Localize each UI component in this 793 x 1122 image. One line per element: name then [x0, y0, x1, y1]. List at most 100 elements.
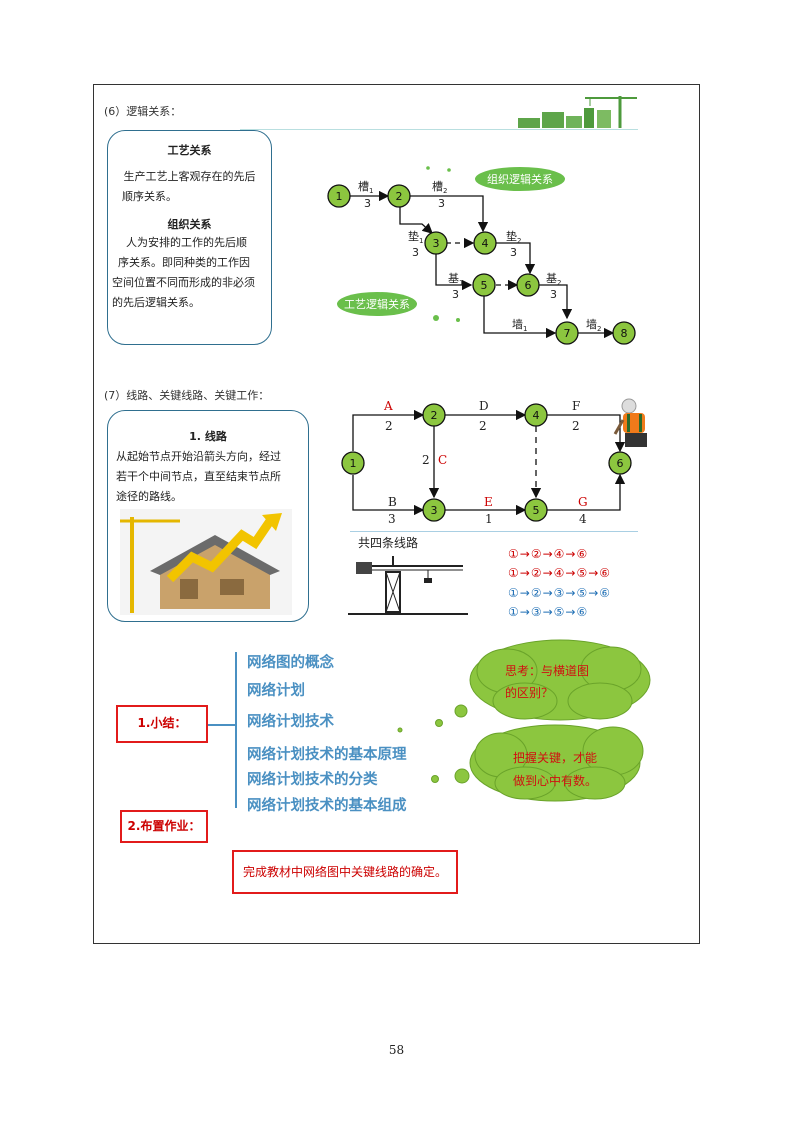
heading-process-relation: 工艺关系 [167, 144, 212, 157]
logic-node-label-2: 2 [396, 190, 403, 203]
summary-item-6: 网络计划技术的基本组成 [247, 798, 407, 814]
activity-F: F [572, 399, 580, 413]
activity-label-4: 垫2 [506, 229, 521, 245]
summary-item-5: 网络计划技术的分类 [247, 772, 378, 788]
cloud1-line1: 思考：与横道图 [505, 664, 590, 678]
activity-dur-2: 3 [438, 197, 445, 210]
route-sequence-1: ①→②→④→⑥ [508, 547, 589, 561]
logic-node-label-5: 5 [481, 279, 488, 292]
edge-2-4 [410, 195, 489, 233]
thought-clouds [397, 639, 651, 802]
logic-node-7 [555, 321, 579, 345]
org-text-line1: 人为安排的工作的先后顺 [126, 236, 247, 249]
logic-node-4 [473, 231, 497, 255]
construction-skyline-icon [518, 96, 637, 128]
activity-dur-1: 3 [364, 197, 371, 210]
route-node-4 [524, 403, 548, 427]
summary-item-1: 网络图的概念 [247, 655, 334, 671]
logic-node-label-3: 3 [433, 237, 440, 250]
house-growth-illustration [120, 509, 292, 615]
route-node-label-3: 3 [431, 504, 438, 517]
tech-logic-bubble-text: 工艺逻辑关系 [344, 297, 410, 311]
route-node-2 [422, 403, 446, 427]
logic-node-label-6: 6 [525, 279, 532, 292]
activity-D-dur: 2 [479, 419, 487, 433]
summary-item-4: 网络计划技术的基本原理 [247, 747, 407, 763]
activity-D: D [479, 399, 489, 413]
logic-node-6 [516, 273, 540, 297]
process-text-line1: 生产工艺上客观存在的先后 [123, 170, 256, 183]
edge-1-3 [352, 475, 425, 516]
summary-item-2: 网络计划 [247, 683, 305, 699]
cloud1-line2: 的区别？ [505, 686, 554, 700]
route-node-label-6: 6 [617, 457, 624, 470]
activity-A: A [383, 399, 393, 413]
activity-C: C [438, 453, 447, 467]
logic-node-5 [472, 273, 496, 297]
cloud2-line2: 做到心中有数。 [513, 774, 598, 788]
activity-B-dur: 3 [388, 512, 396, 526]
org-text-line4: 的先后逻辑关系。 [112, 296, 200, 309]
heading-org-relation: 组织关系 [167, 218, 212, 231]
org-logic-bubble [475, 167, 565, 191]
edge-3-5 [435, 254, 473, 291]
homework-task-box: 完成教材中网络图中关键线路的确定。 [232, 850, 458, 894]
activity-label-5: 基1 [448, 272, 463, 287]
logic-node-8 [612, 321, 636, 345]
activity-G: G [578, 495, 588, 509]
edge-4-6 [496, 242, 536, 275]
activity-C-dur: 2 [422, 453, 430, 467]
logic-node-label-7: 7 [564, 327, 571, 340]
activity-label-2: 槽2 [432, 180, 447, 195]
logic-node-label-8: 8 [621, 327, 628, 340]
activity-dur-3: 3 [412, 246, 419, 259]
edge-6-7 [539, 284, 573, 320]
route-text-line1: 从起始节点开始沿箭头方向，经过 [116, 450, 281, 463]
activity-F-dur: 2 [572, 419, 580, 433]
activity-label-3: 垫1 [408, 229, 423, 245]
route-node-3 [422, 498, 446, 522]
cloud2-line1: 把握关键，才能 [513, 751, 598, 765]
homework-label-box: 2.布置作业： [120, 810, 208, 843]
section-7-title: (7）线路、关键线路、关键工作： [104, 389, 270, 402]
activity-label-7: 墙1 [512, 317, 527, 333]
activity-E: E [484, 495, 493, 509]
logic-node-2 [387, 184, 411, 208]
logic-node-3 [424, 231, 448, 255]
route-sequence-3: ①→②→③→⑤→⑥ [508, 586, 612, 600]
edge-2-3 [399, 207, 433, 234]
route-sequence-2: ①→②→④→⑤→⑥ [508, 566, 612, 580]
activity-dur-6: 3 [550, 288, 557, 301]
route-text-line3: 途径的路线。 [116, 490, 182, 503]
logic-node-label-4: 4 [482, 237, 489, 250]
summary-label-box: 1.小结： [116, 705, 208, 743]
org-text-line3: 空间位置不同而形成的非必须 [112, 276, 255, 289]
section-6-title: (6）逻辑关系： [104, 105, 182, 118]
route-node-label-5: 5 [533, 504, 540, 517]
org-logic-bubble-text: 组织逻辑关系 [487, 172, 553, 186]
org-text-line2: 序关系。即同种类的工作因 [118, 256, 250, 269]
activity-dur-4: 3 [510, 246, 517, 259]
route-heading: 1. 线路 [189, 430, 227, 443]
activity-label-6: 基2 [546, 272, 561, 287]
header-rule [240, 129, 638, 130]
logic-node-1 [327, 184, 351, 208]
route-text-line2: 若干个中间节点，直至结束节点所 [116, 470, 281, 483]
page-number: 58 [388, 1043, 405, 1057]
summary-item-3: 网络计划技术 [247, 714, 334, 730]
route-node-5 [524, 498, 548, 522]
activity-G-dur: 4 [579, 512, 587, 526]
activity-B: B [388, 495, 397, 509]
activity-E-dur: 1 [485, 512, 493, 526]
edge-5-7 [483, 296, 557, 339]
route-definition-box: 1. 线路 从起始节点开始沿箭头方向，经过 若干个中间节点，直至结束节点所 途径… [107, 410, 309, 622]
routes-title: 共四条线路 [358, 536, 419, 550]
process-text-line2: 顺序关系。 [122, 190, 177, 203]
activity-A-dur: 2 [385, 419, 393, 433]
logic-relation-box: 工艺关系 生产工艺上客观存在的先后 顺序关系。 组织关系 人为安排的工作的先后顺… [107, 130, 272, 345]
worker-illustration [613, 398, 647, 447]
edge-5-6 [547, 473, 626, 511]
route-sequence-4: ①→③→⑤→⑥ [508, 605, 589, 619]
